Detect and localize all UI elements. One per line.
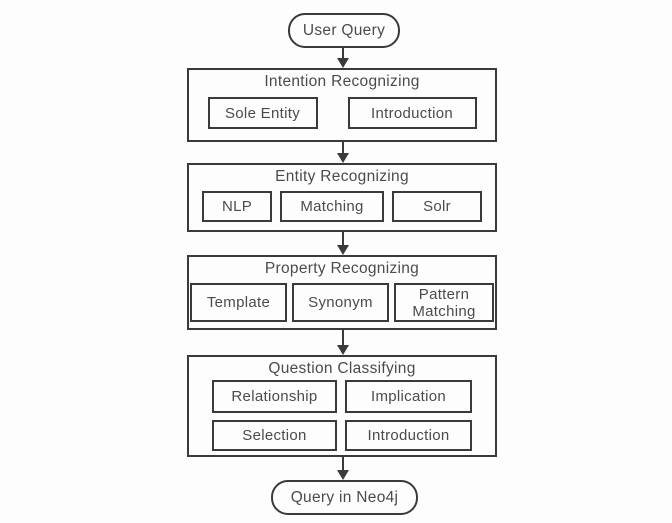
stage-entity-recognizing: Entity Recognizing NLP Matching Solr [187,163,497,232]
stage-items-row: Template Synonym Pattern Matching [189,283,495,322]
arrowhead-icon [337,345,349,355]
arrow-user-query-to-intention [337,47,349,68]
stage-item: Sole Entity [207,97,318,129]
stage-title: Entity Recognizing [275,168,409,185]
stage-item: Solr [392,191,482,222]
stage-title: Question Classifying [268,360,416,377]
arrow-shaft [342,329,344,347]
stage-title: Property Recognizing [264,260,420,277]
arrow-shaft [342,456,344,472]
arrow-property-to-question [337,329,349,355]
stage-item: Implication [345,380,472,413]
stage-item: Pattern Matching [394,283,494,322]
stage-item: Synonym [292,283,389,322]
arrow-shaft [342,141,344,155]
stage-item: Relationship [212,380,337,413]
arrowhead-icon [337,58,349,68]
arrow-intention-to-entity [337,141,349,163]
stage-property-recognizing: Property Recognizing Template Synonym Pa… [187,255,497,330]
arrowhead-icon [337,245,349,255]
stage-item: Template [190,283,287,322]
stage-items-row: Sole Entity Introduction [189,97,495,129]
end-node-query-in-neo4j: Query in Neo4j [271,480,418,515]
stage-question-classifying: Question Classifying Relationship Implic… [187,355,497,457]
arrow-shaft [342,231,344,247]
arrow-shaft [342,47,344,60]
stage-title: Intention Recognizing [264,73,420,90]
stage-items-row: Selection Introduction [189,420,495,451]
stage-items-row: NLP Matching Solr [189,191,495,222]
stage-intention-recognizing: Intention Recognizing Sole Entity Introd… [187,68,497,142]
arrow-question-to-neo4j [337,456,349,480]
stage-item: Matching [280,191,384,222]
stage-items-row: Relationship Implication [189,380,495,413]
stage-item: Introduction [347,97,477,129]
start-node-user-query: User Query [288,13,400,48]
stage-item: Selection [212,420,337,451]
arrow-entity-to-property [337,231,349,255]
arrowhead-icon [337,153,349,163]
arrowhead-icon [337,470,349,480]
stage-item: NLP [202,191,272,222]
stage-item: Introduction [345,420,472,451]
